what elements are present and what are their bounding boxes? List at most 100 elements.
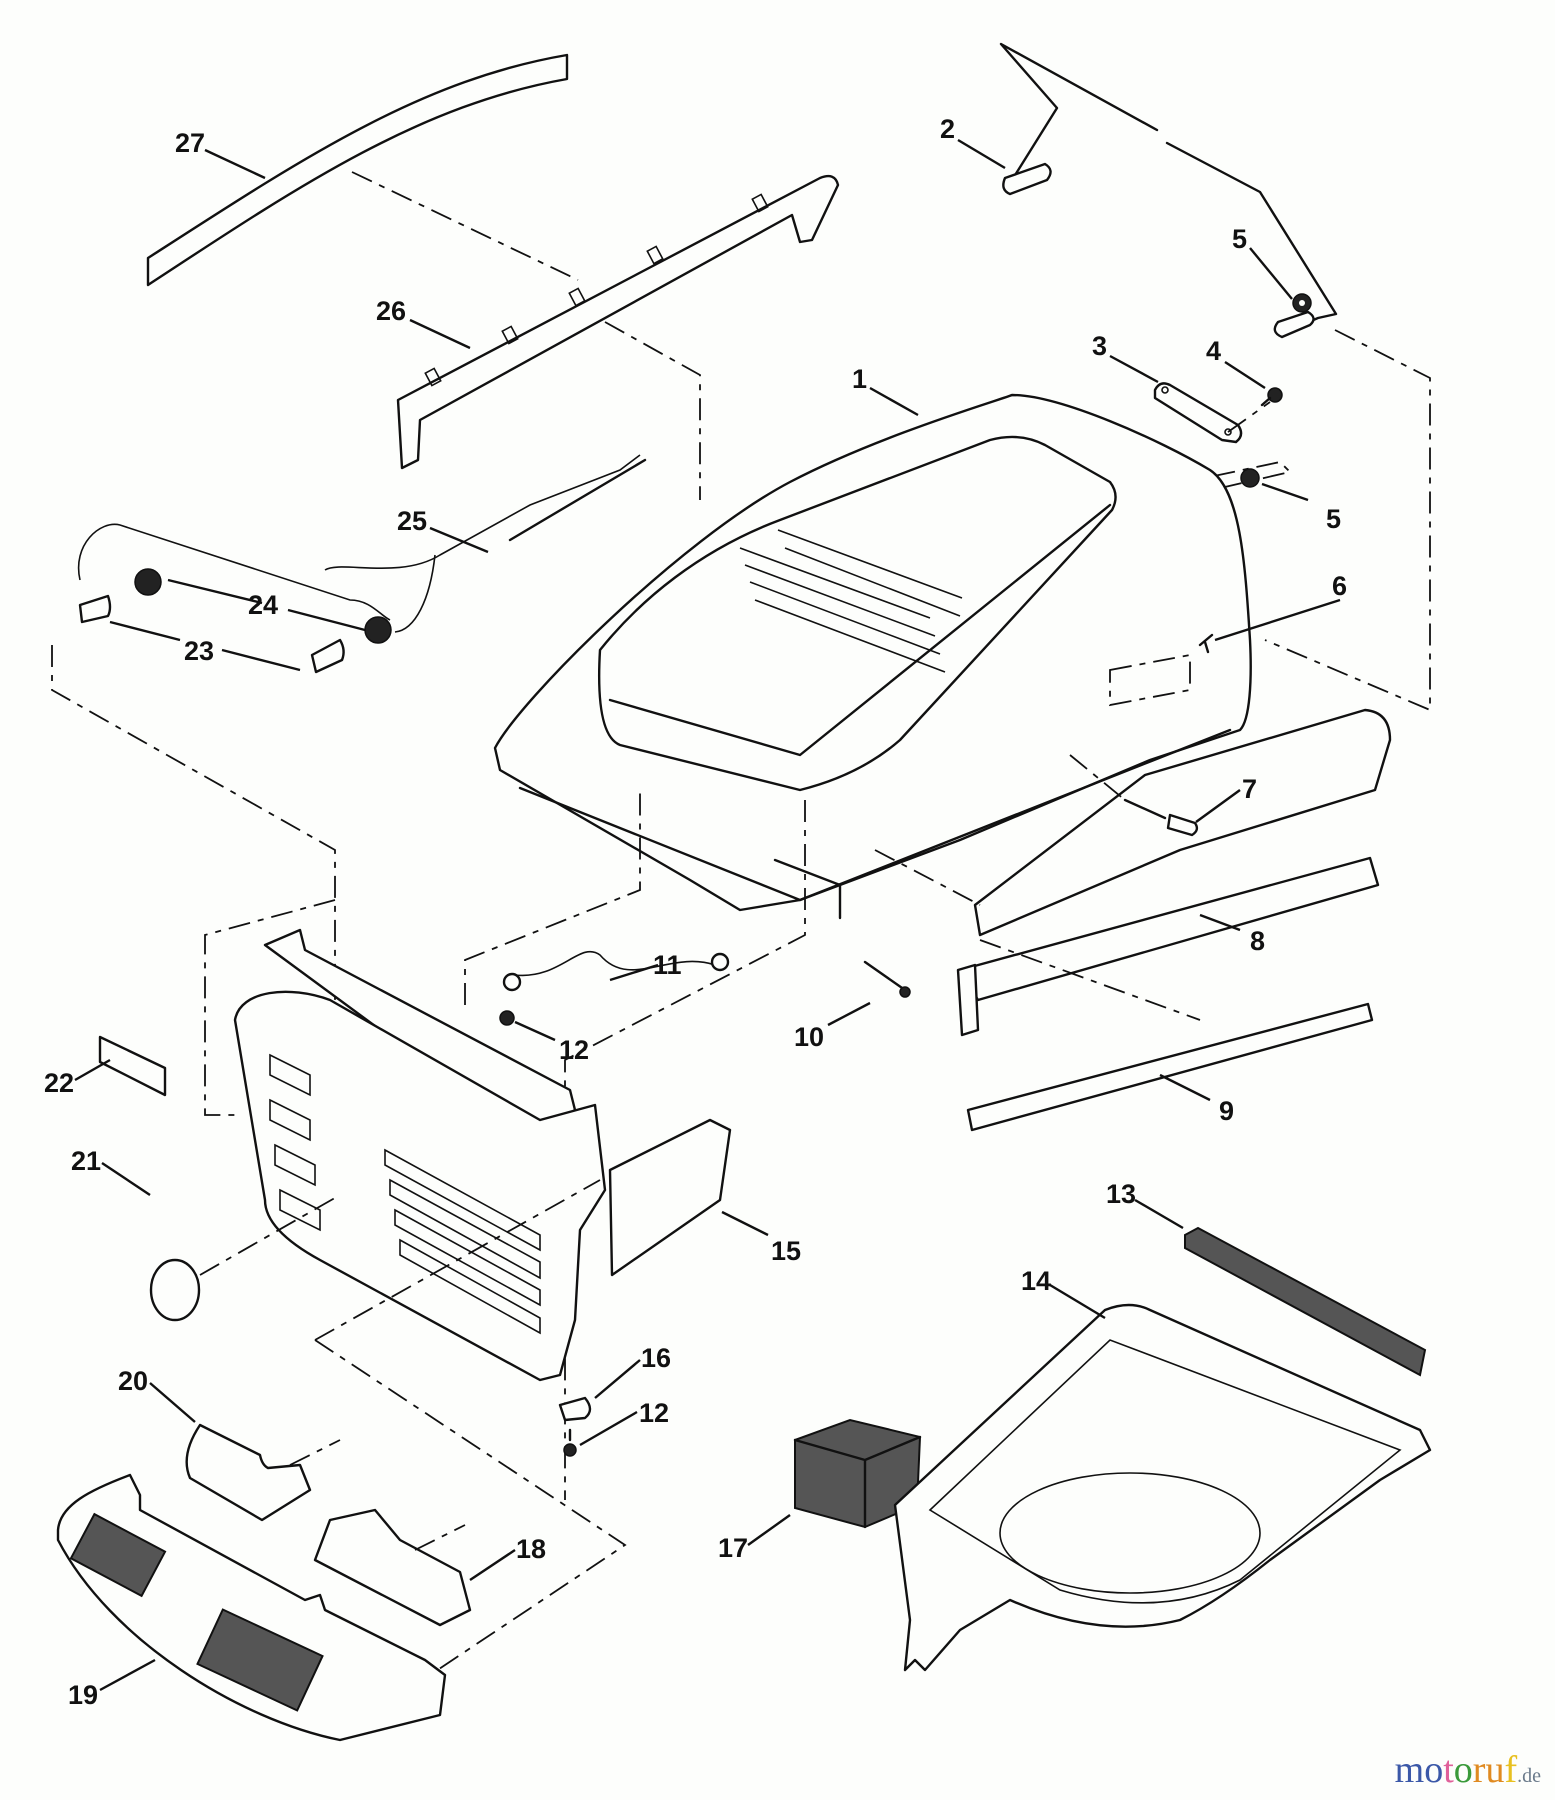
callout-24: 24 <box>248 590 278 620</box>
callout-2: 2 <box>940 114 955 144</box>
guide-line <box>1069 754 1126 801</box>
part-26-bracket[interactable] <box>396 174 840 470</box>
guide-line <box>1264 329 1431 712</box>
leader-4 <box>1224 360 1266 390</box>
callout-5: 5 <box>1232 224 1247 254</box>
part-6-clip[interactable] <box>1198 633 1214 654</box>
watermark-tld: .de <box>1517 1765 1541 1787</box>
watermark-letter: u <box>1485 1749 1505 1791</box>
callout-5-lower: 5 <box>1326 504 1341 534</box>
part-20-lens[interactable] <box>185 1423 312 1522</box>
callout-21: 21 <box>71 1146 101 1176</box>
leader-9 <box>1159 1073 1211 1102</box>
leader-10 <box>827 1001 871 1027</box>
callout-3: 3 <box>1092 331 1107 361</box>
part-8-strip[interactable] <box>956 856 1380 1037</box>
leader-11 <box>609 963 659 982</box>
callout-11: 11 <box>653 950 682 980</box>
part-11-ground-strap[interactable] <box>502 950 730 992</box>
callout-26: 26 <box>376 296 406 326</box>
guide-line <box>1227 401 1271 433</box>
leader-15 <box>721 1210 769 1237</box>
guide-line <box>604 321 701 500</box>
callout-4: 4 <box>1206 336 1221 366</box>
part-22-label[interactable] <box>98 1035 167 1097</box>
leader-13 <box>1134 1198 1184 1230</box>
leader-8 <box>1199 913 1241 932</box>
part-2-hood-rod[interactable] <box>999 42 1338 339</box>
guide-line <box>464 790 641 1005</box>
callout-8: 8 <box>1250 926 1265 956</box>
callout-22: 22 <box>44 1068 74 1098</box>
leader-27 <box>204 148 266 180</box>
part-23-bulb[interactable] <box>78 594 345 674</box>
part-5-nut[interactable] <box>1292 293 1312 313</box>
callout-23: 23 <box>184 636 214 666</box>
callout-6: 6 <box>1332 571 1347 601</box>
part-18-lens[interactable] <box>313 1508 472 1627</box>
guide-line <box>1109 653 1191 707</box>
watermark-letter: o <box>1453 1749 1473 1791</box>
part-4-screw[interactable] <box>1260 387 1283 407</box>
watermark-letter: t <box>1443 1749 1454 1791</box>
leader-21 <box>101 1162 151 1196</box>
watermark-letter: o <box>1424 1749 1444 1791</box>
callout-10: 10 <box>794 1022 824 1052</box>
leader-12b <box>579 1410 638 1447</box>
guide-line <box>289 1439 341 1466</box>
leader-12a <box>514 1020 556 1042</box>
callout-14: 14 <box>1021 1266 1051 1296</box>
callout-9: 9 <box>1219 1096 1234 1126</box>
callout-12-lower: 12 <box>639 1398 669 1428</box>
part-13-foam-strip[interactable] <box>1184 1226 1427 1377</box>
callout-13: 13 <box>1106 1179 1136 1209</box>
callout-7: 7 <box>1242 774 1257 804</box>
leader-5a <box>1249 247 1293 300</box>
part-25-wire-harness[interactable] <box>77 454 647 633</box>
part-12-screw[interactable] <box>563 1428 577 1457</box>
callout-16: 16 <box>641 1343 671 1373</box>
leader-2 <box>957 138 1006 170</box>
leader-6 <box>1214 598 1341 642</box>
leader-19 <box>99 1658 156 1692</box>
part-9-strip[interactable] <box>966 1002 1374 1132</box>
leader-23b <box>221 648 301 672</box>
leader-3 <box>1109 354 1159 384</box>
callout-17: 17 <box>718 1533 748 1563</box>
part-27-trim-strip[interactable] <box>146 53 569 287</box>
part-5-nut[interactable] <box>1240 468 1260 488</box>
part-3-latch-plate[interactable] <box>1153 382 1243 444</box>
leader-20 <box>149 1382 196 1423</box>
watermark-letter: m <box>1394 1749 1425 1791</box>
part-12-screw[interactable] <box>499 1010 515 1026</box>
callout-19: 19 <box>68 1680 98 1710</box>
leader-17 <box>747 1514 791 1546</box>
part-14-tray[interactable] <box>893 1303 1432 1672</box>
leader-18 <box>469 1549 516 1581</box>
part-1-hood[interactable] <box>493 393 1252 920</box>
part-21-plug[interactable] <box>149 1258 201 1322</box>
watermark-letter: f <box>1504 1749 1518 1791</box>
guide-line <box>979 939 1201 1021</box>
callout-25: 25 <box>397 506 427 536</box>
leader-1 <box>869 386 919 417</box>
leader-24a <box>167 578 263 605</box>
part-15-grille[interactable] <box>233 928 732 1382</box>
part-24-socket[interactable] <box>134 568 392 644</box>
guide-line <box>351 171 579 281</box>
leader-14 <box>1049 1283 1106 1320</box>
guide-line <box>314 1339 627 1696</box>
leader-24b <box>287 608 366 632</box>
leader-5b <box>1261 482 1309 502</box>
leader-16 <box>594 1359 641 1399</box>
part-16-bracket[interactable] <box>558 1396 592 1422</box>
callout-20: 20 <box>118 1366 148 1396</box>
guide-line <box>414 1524 466 1551</box>
guide-line <box>204 899 336 1116</box>
part-19-bumper[interactable] <box>56 1473 447 1742</box>
part-7-push-pin[interactable] <box>1123 798 1199 837</box>
part-10-rivet[interactable] <box>863 960 911 998</box>
guide-line <box>51 645 336 1000</box>
leader-23a <box>109 620 181 642</box>
